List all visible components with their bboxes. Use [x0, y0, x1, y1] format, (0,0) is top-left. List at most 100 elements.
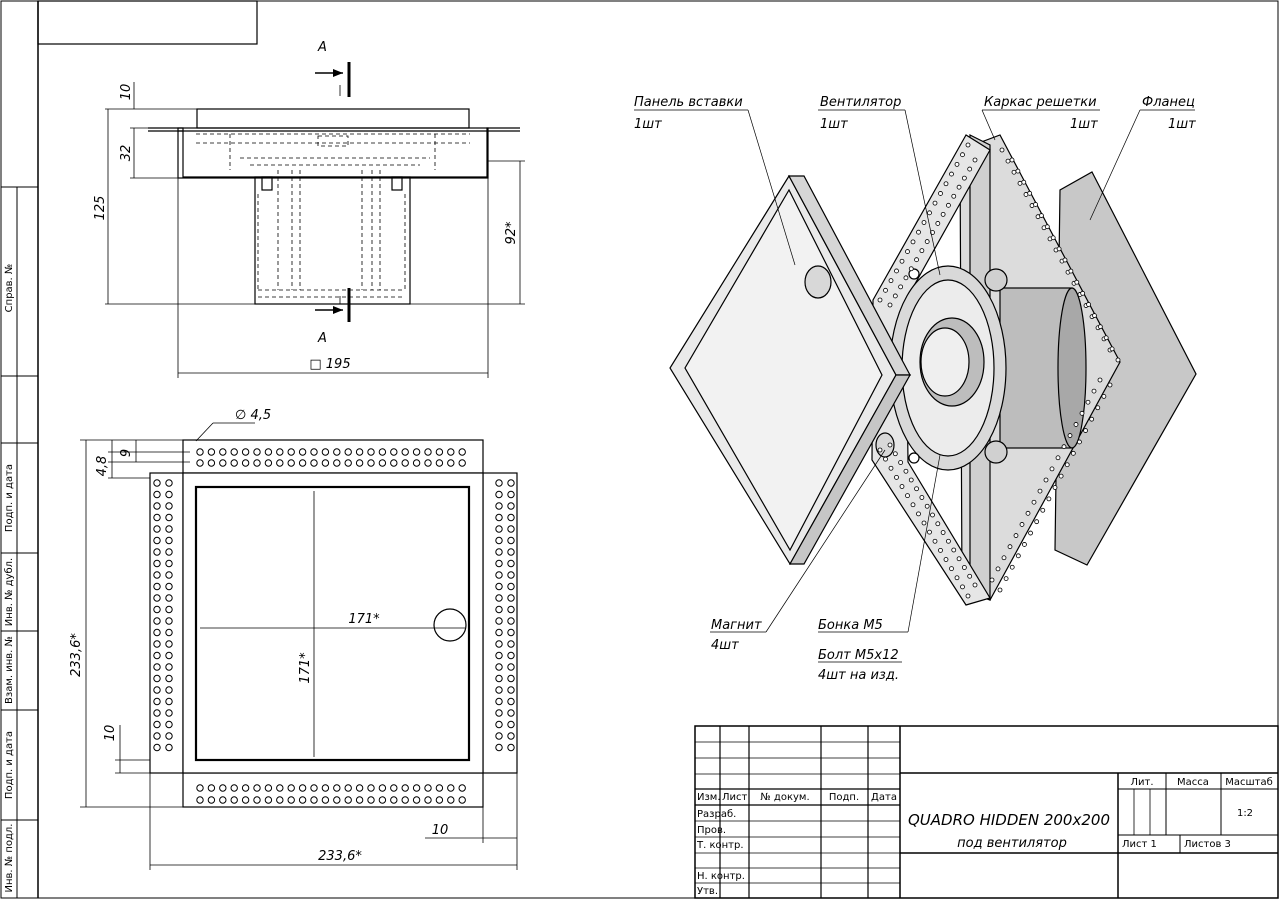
perforation-hole [333, 459, 341, 467]
perforation-hole [1034, 519, 1040, 525]
perforation-hole [972, 582, 978, 588]
perforation-hole [1092, 313, 1097, 318]
perforation-hole [1091, 388, 1097, 394]
perforation-hole [412, 796, 421, 804]
perforation-hole [253, 448, 261, 456]
perforation-hole [1085, 399, 1091, 405]
perforation-hole [961, 175, 967, 181]
perforation-hole [1021, 179, 1027, 185]
perforation-hole [908, 477, 914, 483]
perforation-hole [253, 796, 261, 804]
perforation-hole [310, 784, 318, 792]
perforation-hole [153, 536, 161, 545]
perforation-hole [378, 459, 387, 467]
perforation-hole [507, 513, 515, 522]
perforation-hole [264, 796, 273, 804]
front-view-dimensions [105, 82, 525, 378]
perforation-hole [447, 796, 455, 804]
perforation-hole [1109, 346, 1115, 352]
perforation-hole [495, 686, 503, 694]
perforation-hole [507, 548, 515, 556]
dim-125: 125 [93, 196, 108, 221]
perforation-hole [165, 674, 173, 683]
perforation-hole [924, 239, 930, 244]
side-podp1: Подп. и дата [4, 464, 15, 532]
perforation-hole [910, 502, 916, 508]
callout-fan-name: Вентилятор [820, 95, 901, 110]
perforation-hole [153, 525, 161, 533]
perforation-hole [507, 536, 515, 545]
perforation-hole [165, 709, 173, 717]
perforation-hole [1101, 393, 1107, 399]
perforation-hole [344, 459, 352, 467]
perforation-hole [458, 784, 466, 792]
callout-panel-name: Панель вставки [634, 95, 743, 110]
perforation-hole [495, 640, 503, 648]
perforation-hole [899, 258, 905, 264]
perforation-hole [946, 538, 951, 544]
perforation-hole [321, 448, 330, 456]
perforation-hole [495, 548, 503, 556]
perforation-hole [287, 459, 295, 467]
perforation-hole [999, 147, 1005, 153]
perforation-hole [390, 459, 398, 467]
perforation-hole [412, 459, 421, 467]
tb-header-izm: Изм. [697, 792, 721, 803]
perforation-hole [1003, 576, 1009, 582]
perforation-hole [495, 582, 503, 591]
perforation-hole [1086, 302, 1091, 307]
perforation-hole [298, 448, 307, 456]
perforation-hole [241, 459, 250, 467]
callout-panel-qty: 1шт [634, 117, 662, 132]
plan-view-dimensions [80, 422, 518, 870]
perforation-hole [153, 709, 161, 717]
perforation-hole [153, 651, 161, 660]
perforation-hole [1074, 279, 1080, 285]
plan-view-holes [153, 448, 515, 804]
perforation-hole [927, 529, 932, 535]
perforation-hole [507, 628, 515, 637]
perforation-hole [949, 171, 954, 177]
perforation-hole [424, 448, 432, 456]
perforation-hole [298, 784, 307, 792]
perforation-hole [435, 796, 444, 804]
perforation-hole [877, 297, 883, 303]
perforation-hole [367, 459, 375, 467]
perforation-hole [507, 640, 515, 648]
plan-view [149, 439, 518, 808]
perforation-hole [165, 640, 173, 648]
perforation-hole [153, 674, 161, 683]
perforation-hole [940, 211, 946, 217]
perforation-hole [333, 796, 341, 804]
perforation-hole [165, 582, 173, 591]
tb-row-nkontr: Н. контр. [697, 871, 745, 882]
perforation-hole [495, 743, 503, 752]
perforation-hole [967, 573, 973, 579]
perforation-hole [230, 459, 238, 467]
perforation-hole [914, 257, 919, 263]
perforation-hole [447, 459, 455, 467]
perforation-hole [892, 293, 898, 299]
perforation-hole [1001, 555, 1007, 561]
perforation-hole [507, 743, 515, 752]
perforation-hole [883, 456, 888, 462]
perforation-hole [424, 459, 432, 467]
perforation-hole [495, 594, 503, 602]
perforation-hole [241, 784, 250, 792]
dim-10-bottom: 10 [432, 823, 449, 838]
perforation-hole [153, 686, 161, 694]
perforation-hole [1095, 405, 1101, 411]
perforation-hole [908, 266, 914, 272]
perforation-hole [887, 442, 893, 448]
perforation-hole [165, 617, 173, 625]
dim-hole-diameter: ∅ 4,5 [235, 408, 271, 423]
perforation-hole [424, 796, 432, 804]
perforation-hole [954, 575, 960, 581]
perforation-hole [196, 796, 204, 804]
perforation-hole [507, 582, 515, 591]
perforation-hole [495, 536, 503, 545]
perforation-hole [378, 448, 387, 456]
perforation-hole [1044, 224, 1050, 230]
dim-2336-vertical: 233,6* [69, 633, 84, 677]
perforation-hole [1070, 450, 1076, 456]
